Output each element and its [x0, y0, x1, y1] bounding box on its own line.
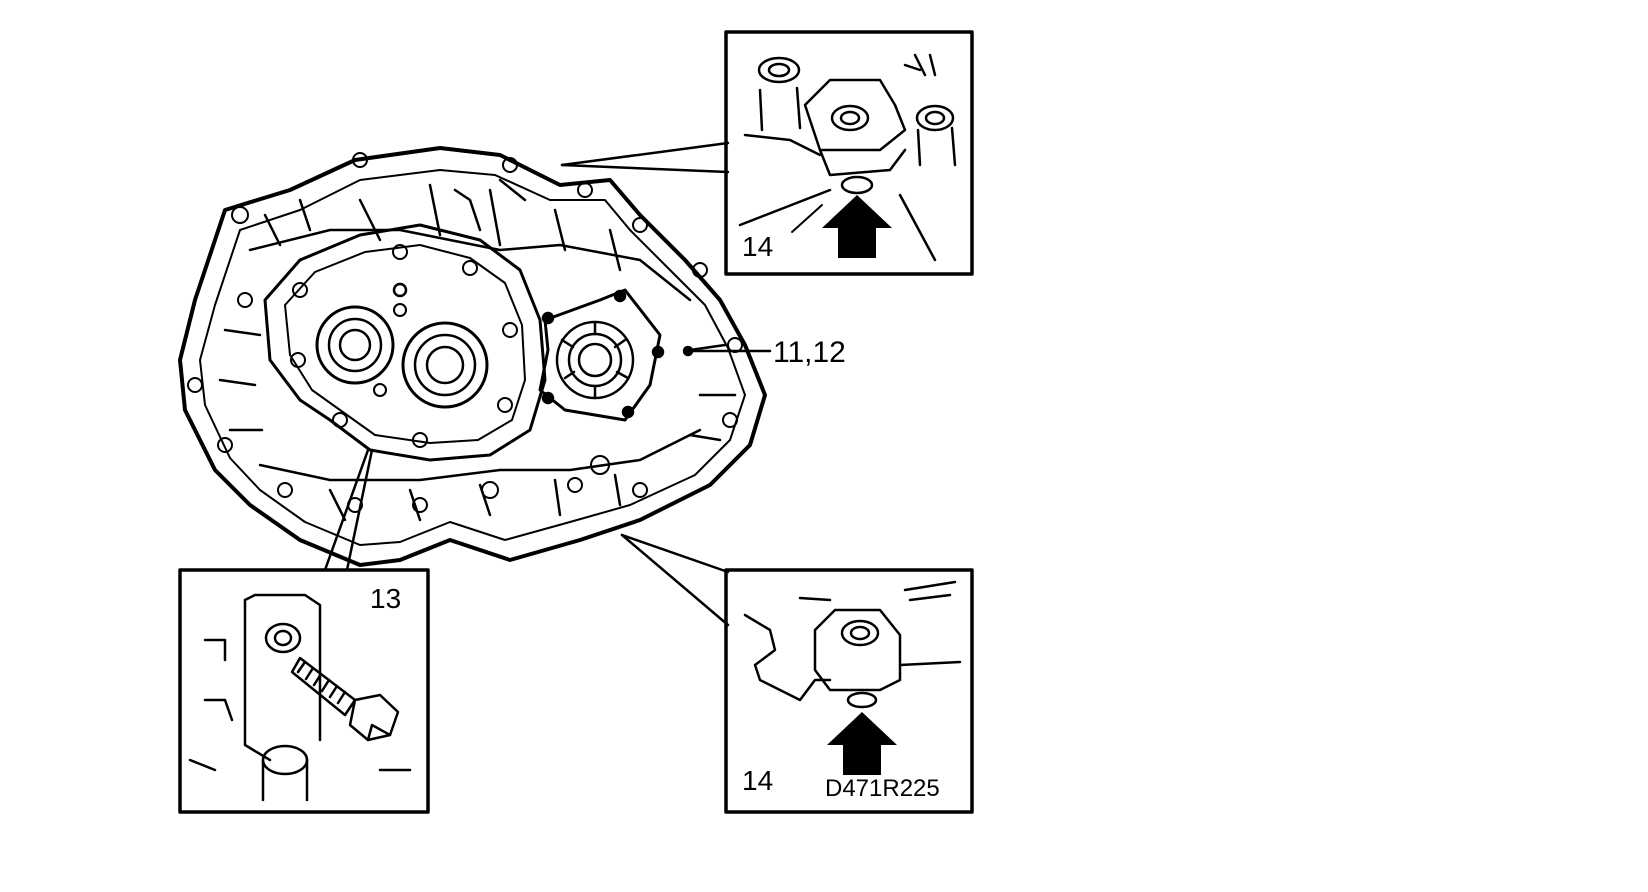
figure-code: D471R225 — [825, 775, 940, 802]
inset-bottom-right — [620, 533, 974, 814]
inset-top-right — [560, 30, 974, 276]
inset-top-right-label: 14 — [742, 231, 773, 262]
inset-bottom-right-label: 14 — [742, 765, 773, 796]
inset-bottom-left-label: 13 — [370, 583, 401, 614]
gearbox-housing — [178, 146, 767, 567]
callout-label-11-12: 11,12 — [773, 336, 846, 369]
inset-bottom-left — [178, 448, 430, 814]
callout-leader-11-12 — [682, 345, 772, 357]
